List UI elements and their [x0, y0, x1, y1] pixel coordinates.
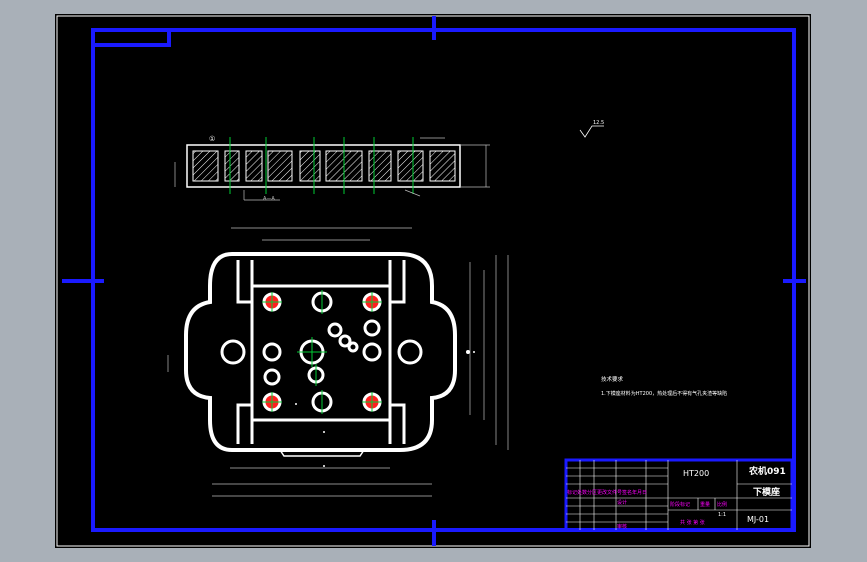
centering-marks [62, 16, 806, 546]
notes-heading: 技术要求 [601, 375, 624, 383]
sheet-label: 共 张 第 张 [680, 519, 705, 526]
row-label-reviewer: 审核 [617, 523, 627, 530]
roughness-value: 12.5 [593, 120, 604, 126]
drawing-name-line2: 下模座 [753, 486, 780, 498]
plan-view [167, 227, 509, 497]
roughness-symbol: 12.5 [579, 120, 604, 138]
mid-label-scale: 比例 [717, 501, 727, 508]
scale-value: 1:1 [718, 512, 726, 518]
title-block: HT200 农机091 下模座 MJ-01 标记处数分区更改文件号签名年月日 设… [564, 458, 794, 532]
row-label-revision: 标记处数分区更改文件号签名年月日 [567, 489, 647, 496]
material-text: HT200 [683, 469, 709, 478]
technical-notes: 技术要求 1.下模座材料为HT200，热处理后不得有气孔夹渣等缺陷 [601, 375, 727, 397]
drawing-name-line1: 农机091 [748, 465, 786, 477]
notes-line-1: 1.下模座材料为HT200，热处理后不得有气孔夹渣等缺陷 [601, 390, 727, 397]
section-mark-bottom: A—A [263, 196, 275, 202]
drawing-number: MJ-01 [747, 515, 769, 524]
mid-label-weight: 重量 [700, 501, 710, 508]
mid-label-stage: 阶段标记 [670, 501, 690, 508]
section-view: ① A—A [174, 135, 490, 202]
row-label-designer: 设计 [617, 499, 627, 506]
section-mark-top: ① [209, 135, 215, 143]
